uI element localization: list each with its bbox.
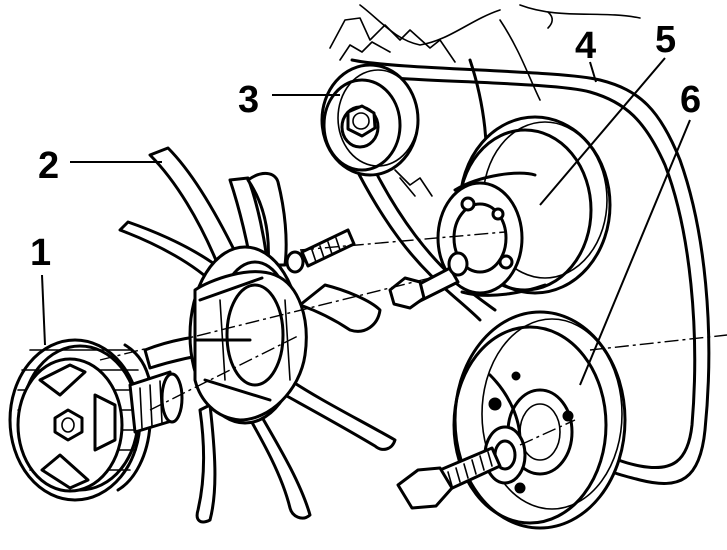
center-axes — [99, 231, 727, 446]
leader-line-6 — [579, 119, 691, 386]
leader-lines — [41, 57, 691, 386]
water-pump-pulley — [436, 115, 612, 297]
pulley-bolts — [285, 228, 469, 310]
callout-4: 4 — [575, 25, 596, 67]
leader-line-1 — [41, 274, 46, 346]
crankshaft-bolt — [396, 446, 502, 510]
callout-labels: 1 2 3 4 5 6 — [30, 19, 701, 274]
callout-2: 2 — [38, 145, 59, 187]
crankshaft-pulley — [452, 310, 627, 530]
callout-5: 5 — [655, 19, 676, 61]
callout-3: 3 — [238, 79, 259, 121]
tensioner-pulley — [320, 63, 433, 197]
callout-1: 1 — [30, 232, 51, 274]
callout-6: 6 — [680, 79, 701, 121]
leader-line-4 — [589, 61, 597, 83]
viscous-fan-clutch — [8, 338, 184, 502]
leader-line-5 — [539, 57, 666, 206]
cooling-fan — [118, 146, 397, 524]
